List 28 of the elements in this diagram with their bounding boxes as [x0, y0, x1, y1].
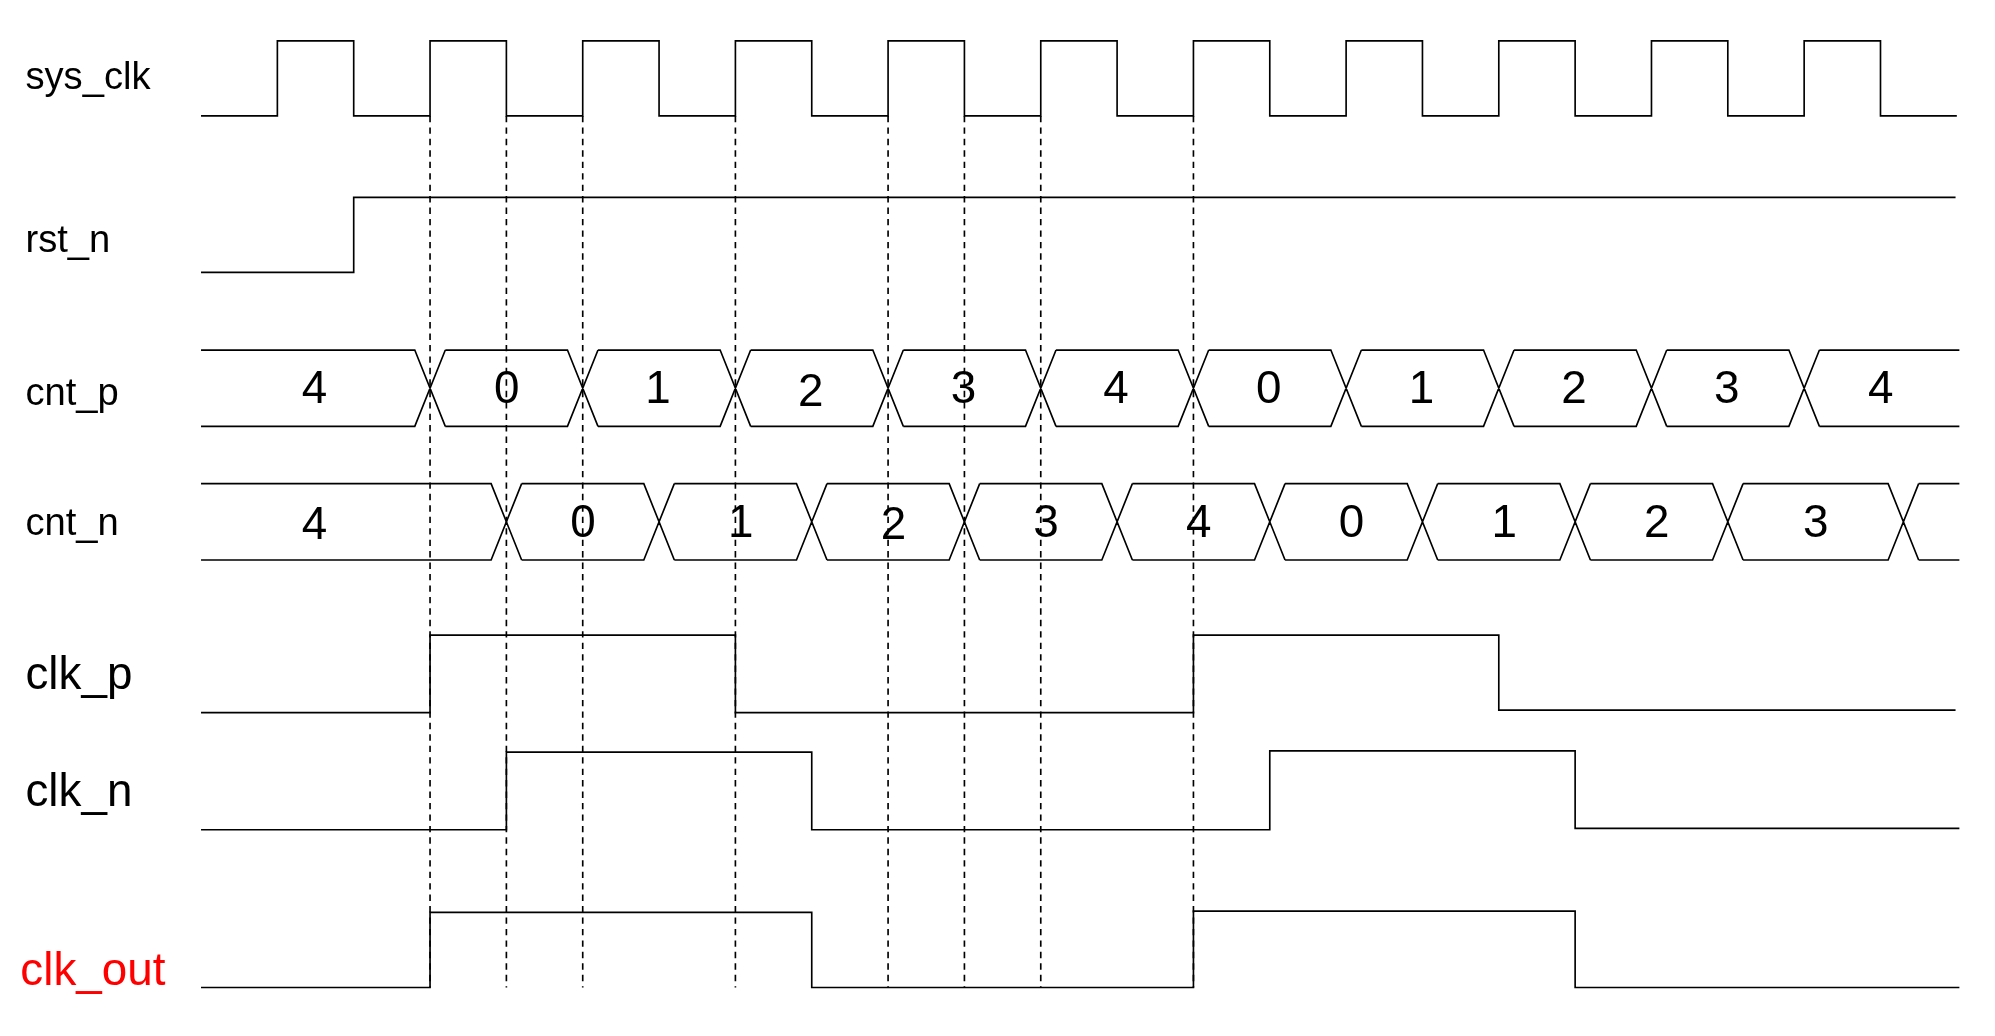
bus-value: 4 [1868, 365, 1894, 411]
bus-value: 4 [301, 501, 328, 547]
bus-value: 1 [1491, 498, 1517, 545]
signal-name: cnt_p [25, 372, 119, 412]
bus-value: 1 [728, 498, 754, 545]
bus-value: 1 [645, 365, 671, 411]
bus-value: 0 [1256, 365, 1282, 411]
signal-name: clk_p [25, 651, 133, 698]
signal-name: rst_n [25, 220, 111, 259]
bus-value: 3 [1714, 365, 1740, 411]
signal-name: clk_n [25, 768, 133, 815]
bus-value: 2 [1561, 365, 1587, 411]
signal-name: clk_out [20, 946, 166, 993]
bus-value: 2 [880, 501, 907, 547]
signal-name: sys_clk [25, 57, 151, 96]
bus-value: 4 [1186, 498, 1212, 545]
bus-value: 2 [797, 367, 824, 414]
bus-value: 1 [1408, 365, 1435, 411]
signal-name: cnt_n [25, 502, 119, 541]
bus-value: 0 [570, 498, 596, 545]
bus-value: 3 [950, 365, 977, 411]
bus-value: 2 [1644, 498, 1670, 545]
bus-value: 4 [1103, 365, 1129, 411]
bus-value: 3 [1033, 498, 1059, 545]
bus-value: 0 [1338, 498, 1365, 545]
bus-value: 0 [493, 365, 520, 411]
bus-value: 4 [301, 365, 328, 411]
bus-value: 3 [1803, 498, 1829, 545]
